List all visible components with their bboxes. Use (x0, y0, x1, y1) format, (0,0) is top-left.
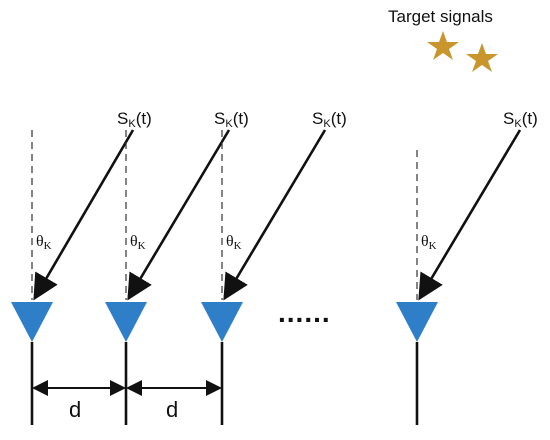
angle-symbol: θ (36, 233, 44, 250)
target-star-icon (466, 43, 498, 72)
sensor-triangle-icon (396, 302, 438, 342)
incident-signal-arrow (127, 129, 231, 301)
target-signals-label: Target signals (388, 7, 493, 26)
signal-label-arg: (t) (522, 109, 538, 128)
angle-label: θK (421, 233, 437, 252)
signal-label: SK(t) (312, 109, 347, 130)
angle-label: θK (130, 233, 146, 252)
spacing-label: d (166, 397, 178, 422)
angle-label: θK (226, 233, 242, 252)
array-element-1: θK (11, 129, 135, 425)
spacing-label: d (69, 397, 81, 422)
array-element-2: θK (105, 129, 231, 425)
angle-subscript: K (138, 240, 146, 252)
signal-label-arg: (t) (331, 109, 347, 128)
signal-label: SK(t) (117, 109, 152, 130)
incident-signal-arrow (33, 129, 135, 301)
signal-label: SK(t) (214, 109, 249, 130)
sensor-triangle-icon (11, 302, 53, 342)
signal-label-sub: K (128, 118, 136, 130)
signal-label-sub: K (225, 118, 233, 130)
angle-symbol: θ (130, 233, 138, 250)
angle-label: θK (36, 233, 52, 252)
angle-subscript: K (234, 240, 242, 252)
ellipsis: ...... (278, 297, 331, 328)
signal-label-main: S (312, 109, 323, 128)
signal-label-main: S (503, 109, 514, 128)
signal-label-sub: K (514, 118, 522, 130)
sensor-triangle-icon (201, 302, 243, 342)
signal-label-main: S (214, 109, 225, 128)
signal-label-arg: (t) (136, 109, 152, 128)
target-star-icon (427, 31, 459, 60)
incident-signal-arrow (223, 129, 327, 301)
signal-label-arg: (t) (233, 109, 249, 128)
incident-signal-arrow (418, 129, 522, 301)
angle-subscript: K (429, 240, 437, 252)
signal-label: SK(t) (503, 109, 538, 130)
angle-symbol: θ (226, 233, 234, 250)
angle-symbol: θ (421, 233, 429, 250)
angle-subscript: K (44, 240, 52, 252)
array-element-3: θK (201, 129, 327, 425)
signal-label-main: S (117, 109, 128, 128)
signal-label-sub: K (323, 118, 331, 130)
sensor-triangle-icon (105, 302, 147, 342)
array-element-last: θK (396, 129, 522, 425)
